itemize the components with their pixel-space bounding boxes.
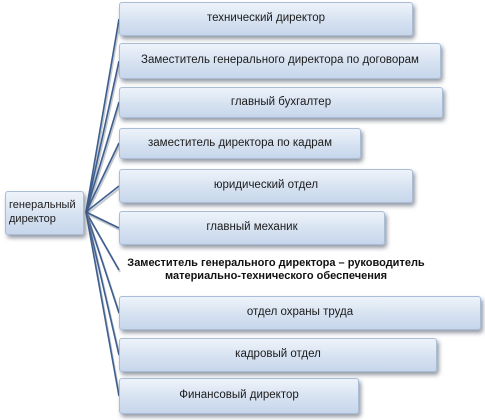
connector-line-shadow-9 bbox=[86, 213, 121, 399]
child-node-labor-safety: отдел охраны труда bbox=[119, 296, 481, 330]
connector-line-2 bbox=[85, 101, 120, 213]
connector-line-0 bbox=[85, 18, 120, 213]
child-node-chief-accountant: главный бухгалтер bbox=[119, 87, 443, 118]
child-node-finance-director: Финансовый директор bbox=[119, 378, 359, 414]
child-node-label: главный бухгалтер bbox=[230, 95, 332, 108]
child-node-label: юридический отдел bbox=[213, 179, 319, 192]
child-node-label: главный механик bbox=[206, 221, 298, 234]
child-node-label: кадровый отдел bbox=[235, 348, 321, 361]
child-node-label: технический директор bbox=[206, 12, 326, 25]
connector-line-8 bbox=[85, 211, 120, 356]
child-node-legal-department: юридический отдел bbox=[119, 169, 413, 203]
connector-line-shadow-3 bbox=[86, 144, 121, 215]
connector-line-shadow-4 bbox=[86, 187, 121, 215]
connector-line-3 bbox=[85, 142, 120, 213]
child-node-label: Финансовый директор bbox=[179, 389, 299, 402]
root-node-label: генеральный директор bbox=[9, 199, 76, 225]
connector-line-6 bbox=[85, 211, 120, 271]
child-node-deputy-logistics: Заместитель генерального директора – рук… bbox=[116, 249, 436, 291]
connector-line-1 bbox=[85, 60, 120, 213]
child-node-label: Заместитель генерального директора по до… bbox=[141, 54, 419, 67]
connector-line-4 bbox=[85, 185, 120, 213]
connector-line-shadow-0 bbox=[86, 20, 121, 215]
connector-line-shadow-1 bbox=[86, 62, 121, 215]
connector-line-9 bbox=[85, 211, 120, 397]
child-node-label: отдел охраны труда bbox=[246, 306, 354, 319]
child-node-label: заместитель директора по кадрам bbox=[148, 136, 332, 149]
connector-line-5 bbox=[85, 211, 120, 229]
connector-line-7 bbox=[85, 211, 120, 314]
connector-line-shadow-5 bbox=[86, 213, 121, 231]
child-node-deputy-contracts: Заместитель генерального директора по до… bbox=[119, 43, 441, 79]
child-node-hr-department: кадровый отдел bbox=[119, 338, 437, 372]
connector-line-shadow-2 bbox=[86, 103, 121, 215]
child-node-technical-director: технический директор bbox=[119, 2, 413, 36]
root-node-general-director: генеральный директор bbox=[5, 191, 84, 235]
child-node-chief-mechanic: главный механик bbox=[119, 211, 385, 245]
child-node-deputy-hr: заместитель директора по кадрам bbox=[119, 128, 361, 159]
child-node-label: Заместитель генерального директора – рук… bbox=[127, 256, 425, 282]
